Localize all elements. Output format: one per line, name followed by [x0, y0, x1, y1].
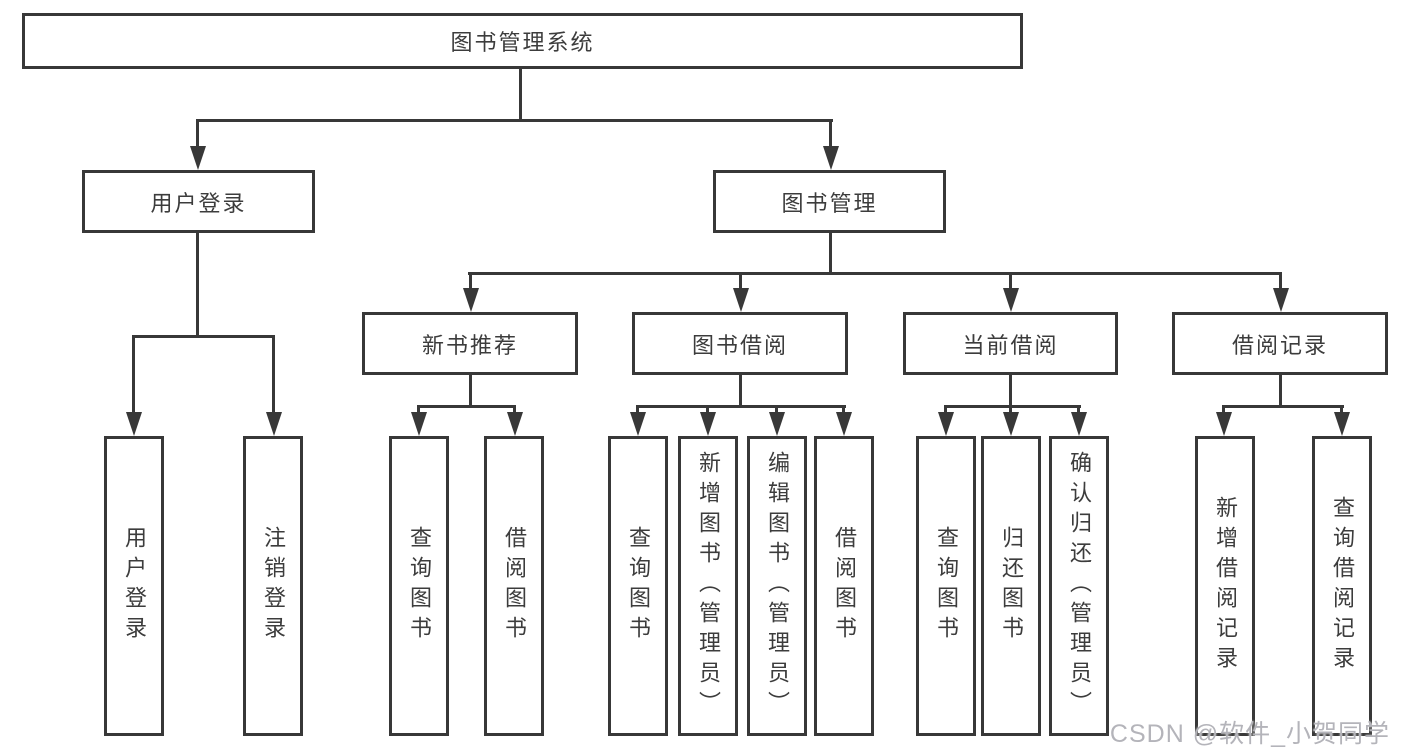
leaf-label: 查询图书	[934, 526, 959, 646]
connector-line	[1009, 375, 1012, 407]
down-arrow	[272, 335, 275, 412]
down-arrow	[1077, 405, 1080, 412]
down-arrow	[739, 272, 742, 288]
down-arrow	[706, 405, 709, 412]
connector-line	[739, 375, 742, 407]
node-label: 新书推荐	[421, 332, 518, 358]
node-user-login: 用户登录	[82, 170, 315, 233]
csdn-watermark: CSDN @软件_小贺同学	[1109, 720, 1390, 747]
down-arrow	[417, 405, 420, 412]
connector-line	[417, 405, 516, 408]
down-arrow	[1222, 405, 1225, 412]
leaf-query-books: 查询图书	[608, 436, 668, 736]
down-arrow	[842, 405, 845, 412]
leaf-label: 编辑图书（管理员）	[765, 451, 790, 721]
leaf-borrow-books: 借阅图书	[484, 436, 544, 736]
down-arrow	[1279, 272, 1282, 288]
leaf-edit-books-admin: 编辑图书（管理员）	[747, 436, 807, 736]
leaf-query-borrow-record: 查询借阅记录	[1312, 436, 1372, 736]
connector-line	[519, 69, 522, 122]
leaf-query-books: 查询图书	[389, 436, 449, 736]
down-arrow	[513, 405, 516, 412]
node-label: 图书管理系统	[450, 30, 595, 55]
leaf-label: 查询图书	[407, 526, 432, 646]
leaf-borrow-books: 借阅图书	[814, 436, 874, 736]
connector-line	[468, 272, 1282, 275]
leaf-label: 新增借阅记录	[1213, 496, 1238, 676]
leaf-label: 用户登录	[122, 526, 147, 646]
leaf-confirm-return-admin: 确认归还（管理员）	[1049, 436, 1109, 736]
leaf-label: 查询借阅记录	[1330, 496, 1355, 676]
down-arrow	[829, 119, 832, 146]
connector-line	[636, 405, 846, 408]
node-book-management: 图书管理	[713, 170, 946, 233]
connector-line	[1222, 405, 1344, 408]
connector-line	[469, 375, 472, 407]
node-new-book-recommend: 新书推荐	[362, 312, 578, 375]
leaf-label: 归还图书	[999, 526, 1024, 646]
leaf-label: 新增图书（管理员）	[696, 451, 721, 721]
connector-line	[196, 233, 199, 337]
down-arrow	[944, 405, 947, 412]
leaf-label: 确认归还（管理员）	[1067, 451, 1092, 721]
leaf-return-books: 归还图书	[981, 436, 1041, 736]
connector-line	[944, 405, 1081, 408]
connector-line	[1279, 375, 1282, 407]
node-label: 当前借阅	[962, 332, 1059, 358]
connector-line	[829, 233, 832, 275]
leaf-add-borrow-record: 新增借阅记录	[1195, 436, 1255, 736]
node-book-borrowing: 图书借阅	[632, 312, 848, 375]
leaf-user-login: 用户登录	[104, 436, 164, 736]
node-label: 图书借阅	[691, 332, 788, 358]
down-arrow	[636, 405, 639, 412]
down-arrow	[1340, 405, 1343, 412]
leaf-add-books-admin: 新增图书（管理员）	[678, 436, 738, 736]
leaf-label: 借阅图书	[502, 526, 527, 646]
leaf-label: 查询图书	[626, 526, 651, 646]
leaf-query-books: 查询图书	[916, 436, 976, 736]
down-arrow	[1009, 405, 1012, 412]
down-arrow	[132, 335, 135, 412]
node-current-borrowing: 当前借阅	[903, 312, 1118, 375]
node-label: 借阅记录	[1231, 332, 1328, 358]
node-library-management-system: 图书管理系统	[22, 13, 1023, 69]
down-arrow	[196, 119, 199, 146]
leaf-logout: 注销登录	[243, 436, 303, 736]
node-borrow-records: 借阅记录	[1172, 312, 1388, 375]
connector-line	[196, 119, 833, 122]
node-label: 用户登录	[150, 190, 247, 216]
down-arrow	[775, 405, 778, 412]
down-arrow	[469, 272, 472, 288]
down-arrow	[1009, 272, 1012, 288]
node-label: 图书管理	[781, 190, 878, 216]
leaf-label: 借阅图书	[832, 526, 857, 646]
leaf-label: 注销登录	[261, 526, 286, 646]
connector-line	[132, 335, 275, 338]
